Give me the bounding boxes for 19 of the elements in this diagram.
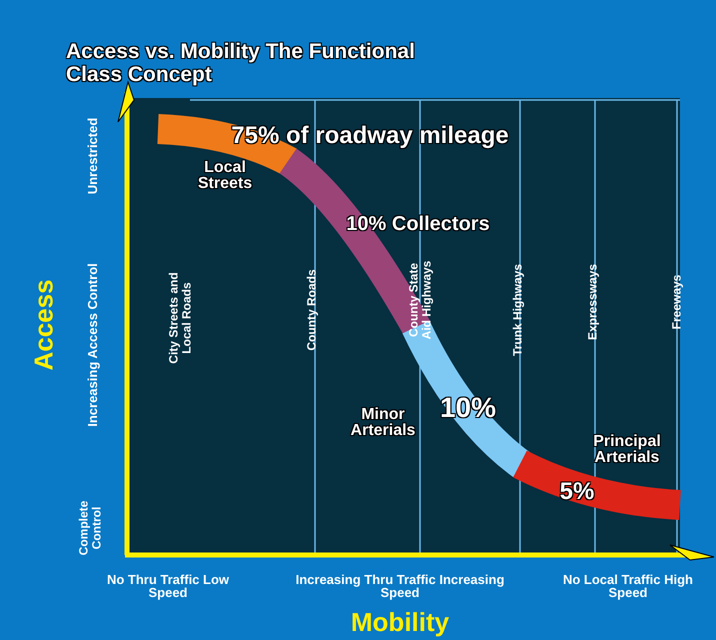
road-type-label: County Roads [306, 268, 318, 353]
axis-tick-label: No Thru Traffic Low Speed [106, 573, 230, 599]
curve-label: Minor Arterials [350, 407, 416, 439]
road-type-label: Expressways [586, 262, 600, 342]
axis-tick-label: Complete Control [77, 500, 103, 558]
curve-label: Local Streets [196, 160, 254, 192]
road-type-label: Trunk Highways [512, 262, 524, 358]
chart-title: Access vs. Mobility The Functional Class Concept [66, 40, 416, 86]
curve-label: 75% of roadway mileage [230, 124, 510, 148]
percentage-label: 5% [558, 480, 596, 504]
axis-title: Access [30, 278, 58, 373]
road-type-label: Freeways [670, 274, 684, 332]
axis-tick-label: Unrestricted [86, 116, 100, 196]
road-type-label: County State Aid Highways [407, 260, 433, 342]
axis-title: Mobility [350, 609, 450, 635]
axis-tick-label: Increasing Access Control [86, 262, 100, 429]
axis-tick-label: No Local Traffic High Speed [562, 573, 694, 599]
axis-tick-label: Increasing Thru Traffic Increasing Speed [295, 573, 505, 599]
road-type-label: City Streets and Local Roads [167, 271, 193, 366]
